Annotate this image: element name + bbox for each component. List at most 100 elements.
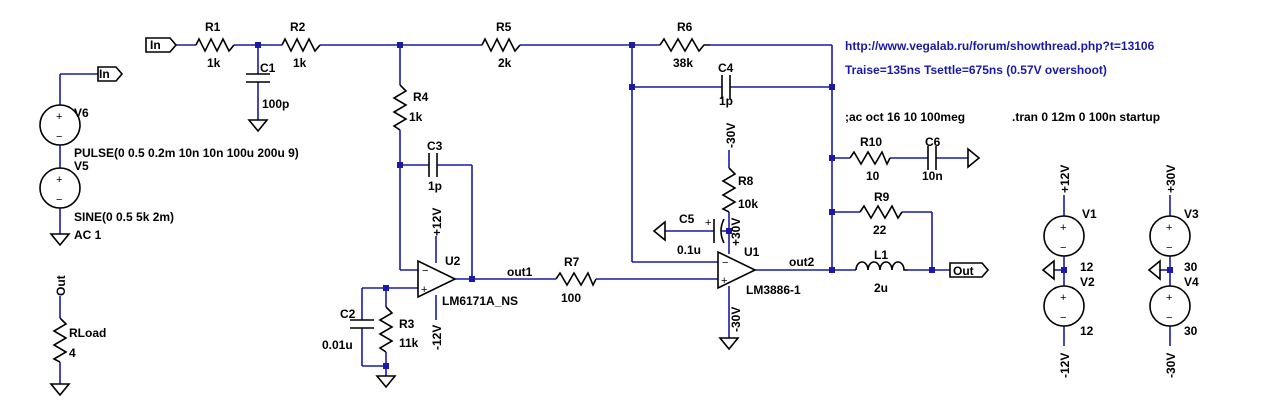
- svg-text:−: −: [422, 265, 428, 277]
- svg-text:−: −: [56, 131, 62, 143]
- annotation-note: Traise=135ns Tsettle=675ns (0.57V oversh…: [845, 63, 1107, 77]
- net-flag-out: Out: [949, 262, 990, 278]
- svg-text:AC 1: AC 1: [74, 228, 102, 242]
- svg-text:2u: 2u: [874, 281, 888, 295]
- opamp-u1: − + U1 LM3886-1: [717, 245, 801, 297]
- resistor-r4: R4 1k: [392, 84, 429, 131]
- opamp-u2: − + U2 LM6171A_NS: [417, 254, 518, 308]
- net-label-r8-vneg: -30V: [724, 123, 738, 148]
- net-label-u2-vneg: -12V: [430, 325, 444, 350]
- net-label-u1-vneg: -30V: [729, 307, 743, 332]
- svg-text:C5: C5: [679, 212, 695, 226]
- svg-text:30: 30: [1184, 324, 1198, 338]
- resistor-r7: R7 100: [555, 255, 597, 305]
- resistor-r6: R6 38k: [659, 20, 710, 70]
- svg-text:0.01u: 0.01u: [322, 338, 353, 352]
- svg-text:−: −: [1166, 242, 1172, 254]
- svg-text:In: In: [150, 38, 161, 52]
- voltage-source-v5: + − V5 SINE(0 0.5 5k 2m) AC 1: [39, 159, 174, 242]
- net-flag-in-source: In: [97, 66, 124, 82]
- svg-text:+: +: [1166, 292, 1172, 304]
- svg-text:R8: R8: [738, 174, 754, 188]
- svg-text:C1: C1: [260, 61, 276, 75]
- net-label-u2-vpos: +12V: [430, 208, 444, 236]
- svg-text:R7: R7: [564, 255, 580, 269]
- svg-text:1p: 1p: [428, 179, 442, 193]
- voltage-source-v3: + − V3 30: [1149, 207, 1199, 274]
- resistor-rload: RLoad 4: [52, 317, 106, 363]
- svg-text:LM3886-1: LM3886-1: [746, 283, 801, 297]
- svg-text:1p: 1p: [719, 94, 733, 108]
- svg-text:U2: U2: [445, 254, 461, 268]
- junctions: [255, 42, 1173, 369]
- svg-text:−: −: [1060, 242, 1066, 254]
- svg-text:+: +: [421, 284, 427, 296]
- capacitor-c4: C4 1p: [718, 61, 734, 108]
- svg-text:22: 22: [873, 223, 887, 237]
- svg-text:V4: V4: [1184, 275, 1199, 289]
- svg-text:+: +: [56, 174, 62, 186]
- svg-text:30: 30: [1184, 260, 1198, 274]
- net-label-v4-neg: -30V: [1164, 353, 1178, 378]
- svg-text:+: +: [705, 217, 711, 229]
- svg-text:100: 100: [561, 291, 581, 305]
- voltage-source-v4: + − V4 30: [1149, 275, 1199, 338]
- annotation-url: http://www.vegalab.ru/forum/showthread.p…: [845, 39, 1155, 53]
- svg-text:L1: L1: [874, 248, 888, 262]
- svg-text:10: 10: [866, 169, 880, 183]
- svg-text:V6: V6: [74, 106, 89, 120]
- svg-text:LM6171A_NS: LM6171A_NS: [442, 294, 518, 308]
- svg-text:−: −: [1166, 312, 1172, 324]
- net-label-v1-pos: +12V: [1058, 165, 1072, 193]
- svg-text:10k: 10k: [738, 197, 758, 211]
- resistor-r8: R8 10k: [721, 167, 758, 213]
- svg-text:R6: R6: [677, 20, 693, 34]
- svg-text:SINE(0 0.5 5k 2m): SINE(0 0.5 5k 2m): [74, 210, 174, 224]
- resistor-r9: R9 22: [859, 190, 903, 237]
- svg-text:−: −: [56, 194, 62, 206]
- spice-ac-command: ;ac oct 16 10 100meg: [845, 110, 965, 124]
- net-label-out1: out1: [507, 265, 533, 279]
- svg-text:R2: R2: [290, 20, 306, 34]
- wires: [59, 44, 1171, 384]
- svg-text:38k: 38k: [673, 56, 693, 70]
- voltage-source-v6: + − V6 PULSE(0 0.5 0.2m 10n 10n 100u 200…: [39, 104, 299, 160]
- svg-text:Out: Out: [953, 264, 974, 278]
- svg-text:12: 12: [1080, 260, 1094, 274]
- net-label-out2: out2: [789, 255, 815, 269]
- voltage-source-v2: + − V2 12: [1043, 275, 1095, 338]
- svg-text:+: +: [1060, 222, 1066, 234]
- resistor-r1: R1 1k: [195, 20, 235, 70]
- svg-text:−: −: [1060, 312, 1066, 324]
- svg-text:R4: R4: [413, 90, 429, 104]
- spice-tran-command: .tran 0 12m 0 100n startup: [1012, 110, 1160, 124]
- svg-text:R10: R10: [860, 135, 882, 149]
- svg-text:PULSE(0 0.5 0.2m 10n 10n 100u: PULSE(0 0.5 0.2m 10n 10n 100u 200u 9): [74, 146, 299, 160]
- net-flag-out-load: Out: [54, 275, 68, 296]
- svg-text:R5: R5: [496, 20, 512, 34]
- svg-text:+: +: [1060, 292, 1066, 304]
- svg-text:C2: C2: [340, 307, 356, 321]
- svg-text:RLoad: RLoad: [69, 326, 106, 340]
- svg-text:10n: 10n: [922, 169, 943, 183]
- svg-text:2k: 2k: [498, 56, 512, 70]
- svg-text:100p: 100p: [262, 97, 289, 111]
- capacitor-c2: C2 0.01u: [322, 307, 374, 352]
- resistor-r10: R10 10: [849, 135, 891, 183]
- svg-text:C4: C4: [718, 61, 734, 75]
- svg-text:0.1u: 0.1u: [677, 243, 701, 257]
- voltage-source-v1: + − V1 12: [1043, 207, 1097, 274]
- net-label-u1-vpos: +30V: [729, 218, 743, 246]
- svg-text:4: 4: [69, 346, 76, 360]
- svg-text:1k: 1k: [409, 110, 423, 124]
- svg-text:V3: V3: [1184, 207, 1199, 221]
- svg-text:In: In: [99, 67, 110, 81]
- capacitor-c1: C1 100p: [246, 61, 289, 111]
- capacitor-c5: C5 0.1u +: [677, 212, 725, 257]
- capacitor-c3: C3 1p: [427, 139, 443, 193]
- svg-text:+: +: [721, 275, 727, 287]
- ground-symbols: [49, 119, 1161, 397]
- svg-text:+: +: [56, 111, 62, 123]
- svg-text:C3: C3: [427, 139, 443, 153]
- svg-text:R1: R1: [205, 20, 221, 34]
